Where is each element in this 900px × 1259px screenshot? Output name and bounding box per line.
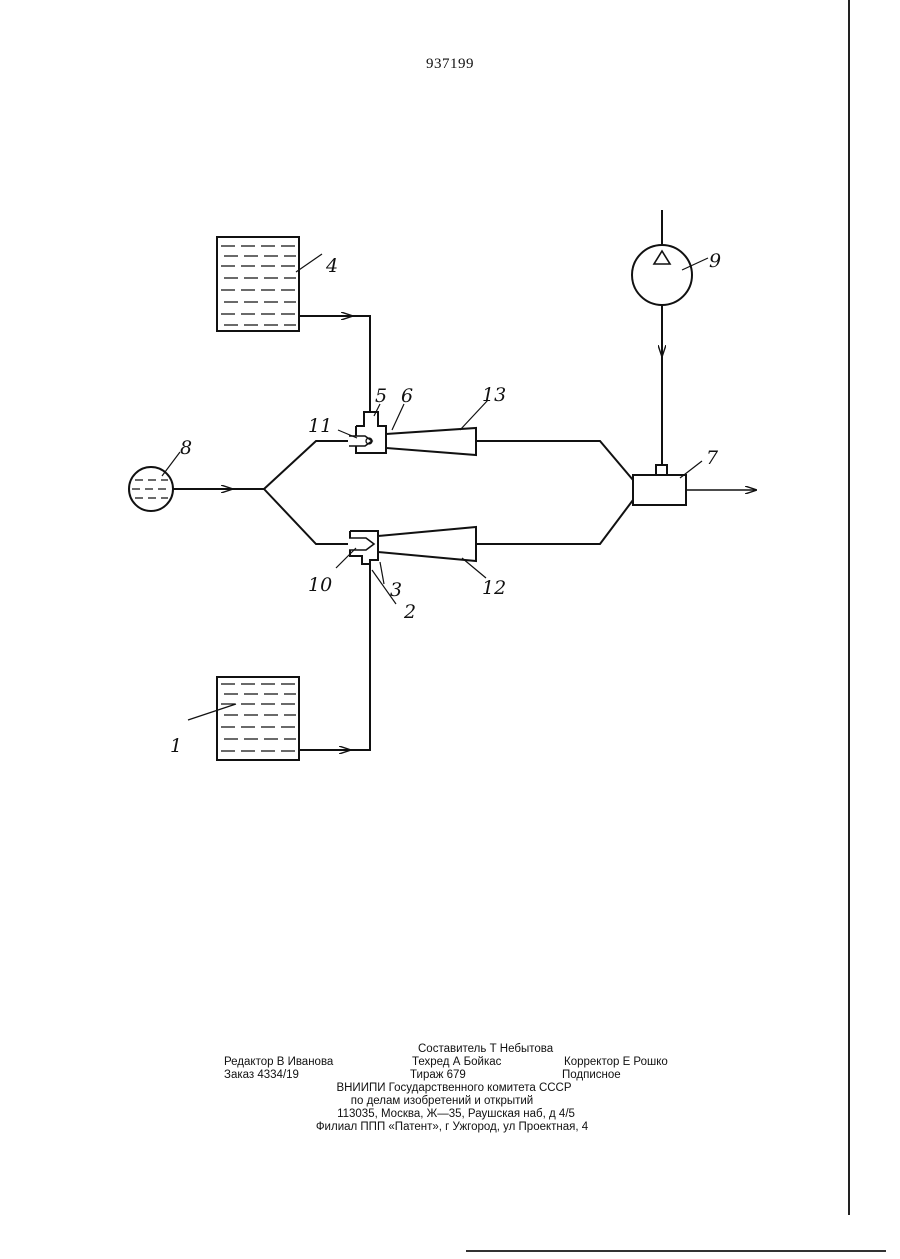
tank-4 — [217, 237, 299, 331]
branch-outlet-upper — [476, 441, 633, 480]
branch-upper — [264, 441, 348, 489]
bottom-rule — [466, 1250, 886, 1252]
callout-3: 3 — [390, 579, 402, 601]
callout-10: 10 — [308, 574, 332, 596]
org-line-1: ВНИИПИ Государственного комитета СССР — [24, 1082, 884, 1095]
pump-9 — [632, 210, 692, 305]
address: 113035, Москва, Ж—35, Раушская наб, д 4/… — [26, 1108, 886, 1121]
order-number: Заказ 4334/19 — [224, 1069, 299, 1082]
branch-outlet-lower — [476, 500, 633, 544]
pipe-tank4 — [299, 316, 370, 412]
corrector: Корректор Е Рошко — [564, 1056, 668, 1069]
imprint-block: Составитель Т Небытова Редактор В Иванов… — [0, 1043, 900, 1134]
callout-13: 13 — [482, 384, 506, 406]
callout-9: 9 — [709, 250, 721, 272]
subscription: Подписное — [562, 1069, 621, 1082]
mixer-unit-7 — [633, 465, 686, 505]
circulation: Тираж 679 — [410, 1069, 466, 1082]
margin-rule — [848, 0, 850, 1215]
editor: Редактор В Иванова — [224, 1056, 333, 1069]
branch: Филиал ППП «Патент», г Ужгород, ул Проек… — [22, 1121, 882, 1134]
callout-12: 12 — [482, 577, 506, 599]
callout-8: 8 — [180, 437, 192, 459]
callout-2: 2 — [403, 601, 416, 623]
tank-1 — [217, 677, 299, 760]
mixer-upper — [349, 412, 476, 455]
source-8 — [129, 467, 173, 511]
branch-lower — [264, 489, 348, 544]
mixer-lower — [349, 527, 476, 564]
callout-11: 11 — [308, 415, 332, 437]
org-line-2: по делам изобретений и открытий — [12, 1095, 872, 1108]
callout-7: 7 — [706, 447, 719, 469]
callout-6: 6 — [401, 385, 413, 407]
compiler: Составитель Т Небытова — [418, 1043, 553, 1056]
callout-4: 4 — [325, 255, 338, 277]
tech-editor: Техред А Бойкас — [412, 1056, 501, 1069]
callout-5: 5 — [375, 385, 387, 407]
callout-1: 1 — [170, 735, 182, 757]
